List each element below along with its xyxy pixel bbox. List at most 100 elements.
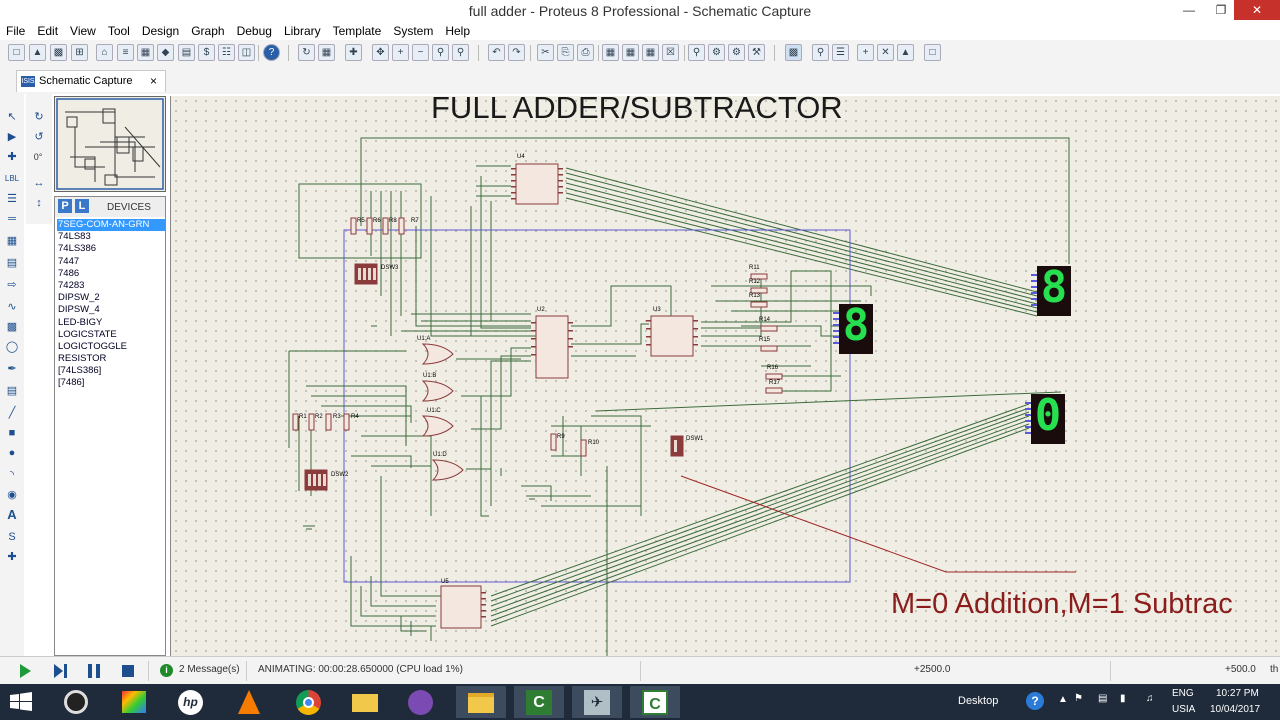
taskbar-camera-icon[interactable] [52, 686, 102, 718]
block-delete-icon[interactable]: ☒ [662, 44, 679, 61]
open-folder-icon[interactable]: ▲ [29, 44, 46, 61]
mirror-y-icon[interactable]: ↕ [36, 197, 42, 209]
menu-view[interactable]: View [70, 24, 96, 38]
packaging-icon[interactable]: ⚙ [728, 44, 745, 61]
region-indicator[interactable]: USIA [1172, 704, 1196, 715]
decompose-icon[interactable]: ⚒ [748, 44, 765, 61]
taskbar-media-icon[interactable] [396, 686, 446, 718]
overview-window[interactable] [54, 96, 166, 192]
schematic-canvas[interactable]: FULL ADDER/SUBTRACTOR [170, 96, 1280, 656]
list-item[interactable]: RESISTOR [58, 353, 107, 365]
tab-schematic-capture[interactable]: ISIS Schematic Capture × [16, 70, 166, 92]
source-code-icon[interactable]: ☷ [218, 44, 235, 61]
taskbar-explorer-icon[interactable] [456, 686, 506, 718]
zoom-area-icon[interactable]: ⚲ [452, 44, 469, 61]
menu-edit[interactable]: Edit [37, 24, 59, 38]
graph-icon[interactable]: ∿ [7, 301, 17, 313]
taskbar-vlc-icon[interactable] [224, 686, 274, 718]
new-sheet-icon[interactable]: + [857, 44, 874, 61]
terminals-icon[interactable]: ▤ [6, 257, 18, 269]
list-item[interactable]: 7SEG-COM-AN-GRN [57, 219, 165, 232]
make-device-icon[interactable]: ⚙ [708, 44, 725, 61]
library-manager-button[interactable]: L [75, 199, 89, 213]
zoom-all-icon[interactable]: ⚲ [432, 44, 449, 61]
stop-button[interactable] [122, 665, 134, 677]
circle-tool-icon[interactable]: ● [8, 447, 16, 459]
wire-label-icon[interactable]: LBL [4, 174, 20, 183]
show-hidden-icons[interactable]: ▲ [1058, 694, 1068, 705]
remove-sheet-icon[interactable]: ✕ [877, 44, 894, 61]
menu-design[interactable]: Design [141, 24, 180, 38]
taskbar-chrome-icon[interactable] [284, 686, 334, 718]
component-mode-icon[interactable]: ▶ [7, 131, 17, 143]
list-item[interactable]: 74LS83 [58, 231, 91, 243]
list-item[interactable]: 74283 [58, 279, 85, 291]
rotation-angle[interactable]: 0° [33, 152, 43, 162]
arc-tool-icon[interactable]: ◝ [9, 469, 15, 481]
language-indicator[interactable]: ENG [1172, 688, 1194, 699]
rotate-anticlockwise-icon[interactable]: ↺ [34, 131, 44, 143]
menu-file[interactable]: File [6, 24, 26, 38]
help-icon[interactable]: ? [263, 44, 280, 61]
box-tool-icon[interactable]: ■ [8, 427, 16, 439]
menu-system[interactable]: System [393, 24, 434, 38]
gerber-icon[interactable]: ▤ [178, 44, 195, 61]
netlist-icon[interactable]: ◫ [238, 44, 255, 61]
minimize-icon[interactable]: — [1183, 3, 1195, 17]
close-tab-icon[interactable]: × [149, 74, 157, 88]
list-item[interactable]: LED-BIGY [58, 316, 103, 328]
close-icon[interactable]: ✕ [1234, 0, 1280, 20]
mirror-x-icon[interactable]: ↔ [33, 177, 45, 189]
3d-icon[interactable]: ◆ [157, 44, 174, 61]
tape-recorder-icon[interactable]: ▩ [6, 321, 18, 333]
selection-mode-icon[interactable]: ↖ [7, 111, 17, 123]
cut-icon[interactable]: ✂ [537, 44, 554, 61]
list-item[interactable]: 7447 [58, 255, 80, 267]
step-button[interactable] [54, 664, 67, 678]
signal-icon[interactable]: ▮ [1120, 693, 1126, 704]
list-item[interactable]: [7486] [58, 377, 85, 389]
bom-icon[interactable]: $ [198, 44, 215, 61]
list-item[interactable]: LOGICSTATE [58, 328, 117, 340]
property-tool-icon[interactable]: ☰ [832, 44, 849, 61]
voltage-probe-icon[interactable]: ✒ [7, 363, 17, 375]
zoom-out-icon[interactable]: − [412, 44, 429, 61]
pan-icon[interactable]: ✥ [372, 44, 389, 61]
volume-icon[interactable]: ♫ [1146, 693, 1154, 704]
paste-icon[interactable]: ⎙ [577, 44, 594, 61]
pcb-icon[interactable]: ▦ [137, 44, 154, 61]
taskbar-folder-icon[interactable] [340, 686, 390, 718]
menu-debug[interactable]: Debug [236, 24, 272, 38]
menu-tool[interactable]: Tool [107, 24, 130, 38]
network-icon[interactable]: ▤ [1098, 693, 1108, 704]
list-item[interactable]: [74LS386] [58, 365, 102, 377]
home-icon[interactable]: ⌂ [96, 44, 113, 61]
restore-icon[interactable]: ❐ [1215, 3, 1227, 17]
desktop-toolbar-label[interactable]: Desktop [958, 695, 999, 707]
help-tray-icon[interactable]: ? [1026, 692, 1044, 710]
line-tool-icon[interactable]: ╱ [8, 407, 16, 419]
exit-to-parent-icon[interactable]: ▲ [897, 44, 914, 61]
text-tool-icon[interactable]: A [7, 507, 17, 522]
schematic-icon[interactable]: ≡ [117, 44, 134, 61]
grid-icon[interactable]: ▦ [318, 44, 335, 61]
subcircuit-icon[interactable]: ▦ [6, 235, 18, 247]
marker-tool-icon[interactable]: ✚ [7, 551, 17, 563]
copy-icon[interactable]: ⎘ [557, 44, 574, 61]
taskbar-proteus-icon[interactable]: ✈ [572, 686, 622, 718]
list-item[interactable]: LOGICTOGGLE [58, 340, 127, 352]
junction-dot-icon[interactable]: ✚ [7, 151, 17, 163]
menu-template[interactable]: Template [332, 24, 382, 38]
wire-autorouter-icon[interactable]: ▩ [785, 44, 802, 61]
play-button[interactable] [20, 664, 31, 678]
generator-icon[interactable]: ◯ [5, 341, 19, 353]
virtual-instruments-icon[interactable]: ▤ [6, 385, 18, 397]
taskbar-camtasia-icon[interactable]: C [514, 686, 564, 718]
clock-time[interactable]: 10:27 PM [1216, 688, 1259, 699]
text-script-icon[interactable]: ☰ [7, 193, 17, 205]
rotate-clockwise-icon[interactable]: ↻ [34, 111, 44, 123]
path-tool-icon[interactable]: ◉ [7, 489, 17, 501]
block-move-icon[interactable]: ▦ [622, 44, 639, 61]
list-item[interactable]: DIPSW_4 [58, 304, 100, 316]
pick-device-icon[interactable]: ⚲ [688, 44, 705, 61]
